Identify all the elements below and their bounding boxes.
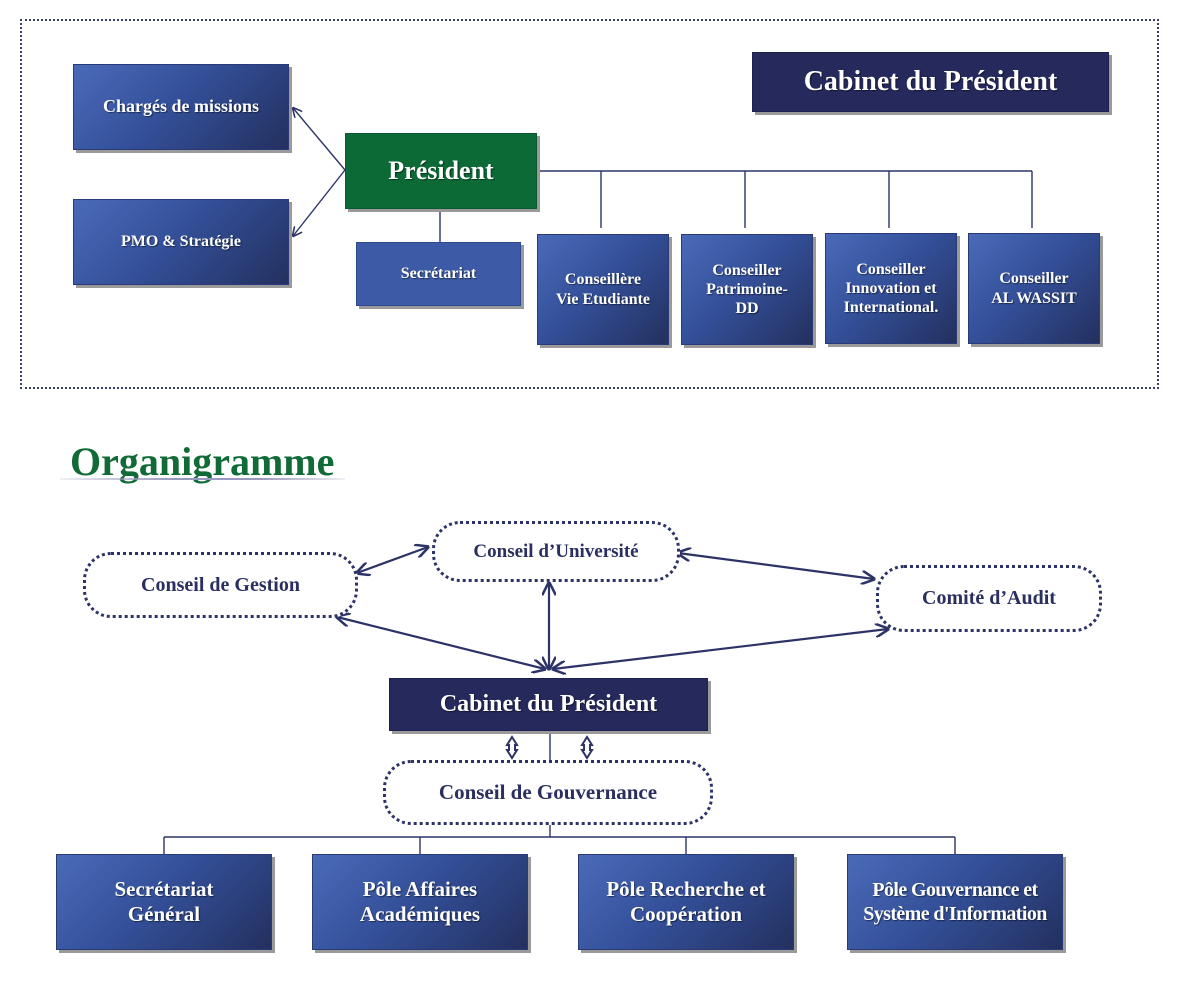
council-universite[interactable]: Conseil d’Université xyxy=(432,521,680,582)
box-label: Conseiller Innovation et International. xyxy=(843,260,939,317)
cabinet-panel-header: Cabinet du Président xyxy=(752,52,1109,112)
connector-gestion-cabinet xyxy=(337,617,545,669)
council-label: Comité d’Audit xyxy=(922,587,1056,609)
box-label: Secrétariat Général xyxy=(114,876,214,926)
council-gouvernance[interactable]: Conseil de Gouvernance xyxy=(383,760,713,825)
title-underline xyxy=(60,478,345,480)
connector-universite-audit xyxy=(678,553,874,579)
box-secretariat[interactable]: Secrétariat xyxy=(356,242,521,306)
council-gestion[interactable]: Conseil de Gestion xyxy=(83,552,358,618)
box-pole-recherche-cooperation[interactable]: Pôle Recherche et Coopération xyxy=(578,854,794,950)
box-label: Conseillère Vie Etudiante xyxy=(555,271,651,308)
council-audit[interactable]: Comité d’Audit xyxy=(876,565,1102,632)
council-label: Conseil de Gouvernance xyxy=(438,780,658,804)
box-label: Pôle Recherche et Coopération xyxy=(606,876,766,926)
box-advisor-innovation-international[interactable]: Conseiller Innovation et International. xyxy=(825,233,957,344)
box-advisor-al-wassit[interactable]: Conseiller AL WASSIT xyxy=(968,233,1100,344)
box-label: Cabinet du Président xyxy=(439,691,658,718)
box-label: Secrétariat xyxy=(400,265,477,283)
box-label: Conseiller AL WASSIT xyxy=(991,270,1077,307)
council-label: Conseil d’Université xyxy=(473,540,639,562)
box-label: PMO & Stratégie xyxy=(121,233,241,251)
box-label: Pôle Gouvernance et Système d'Informatio… xyxy=(863,879,1047,925)
organigramme-title: Organigramme xyxy=(70,439,335,484)
connector-gestion-universite xyxy=(357,547,428,573)
connector-audit-cabinet xyxy=(553,629,888,669)
cabinet-panel-header-label: Cabinet du Président xyxy=(803,66,1058,98)
connector-president-charges xyxy=(293,108,346,171)
connector-president-pmo xyxy=(293,169,346,236)
box-pole-secretariat-general[interactable]: Secrétariat Général xyxy=(56,854,272,950)
council-label: Conseil de Gestion xyxy=(141,573,300,596)
box-label: Président xyxy=(388,156,494,186)
box-label: Chargés de missions xyxy=(102,96,259,117)
box-pole-gouvernance-si[interactable]: Pôle Gouvernance et Système d'Informatio… xyxy=(847,854,1063,950)
box-charges-de-missions[interactable]: Chargés de missions xyxy=(73,64,289,150)
cabinet-panel-frame xyxy=(20,19,1159,389)
box-advisor-patrimoine-dd[interactable]: Conseiller Patrimoine- DD xyxy=(681,234,813,345)
box-label: Conseiller Patrimoine- DD xyxy=(706,261,788,318)
box-advisor-vie-etudiante[interactable]: Conseillère Vie Etudiante xyxy=(537,234,669,345)
double-arrow-icon-left xyxy=(505,735,519,760)
box-cabinet-du-president[interactable]: Cabinet du Président xyxy=(389,678,708,731)
double-arrow-icon-right xyxy=(580,735,594,760)
box-pole-affaires-academiques[interactable]: Pôle Affaires Académiques xyxy=(312,854,528,950)
box-label: Pôle Affaires Académiques xyxy=(359,876,481,926)
box-pmo-strategie[interactable]: PMO & Stratégie xyxy=(73,199,289,285)
box-president[interactable]: Président xyxy=(345,133,537,209)
